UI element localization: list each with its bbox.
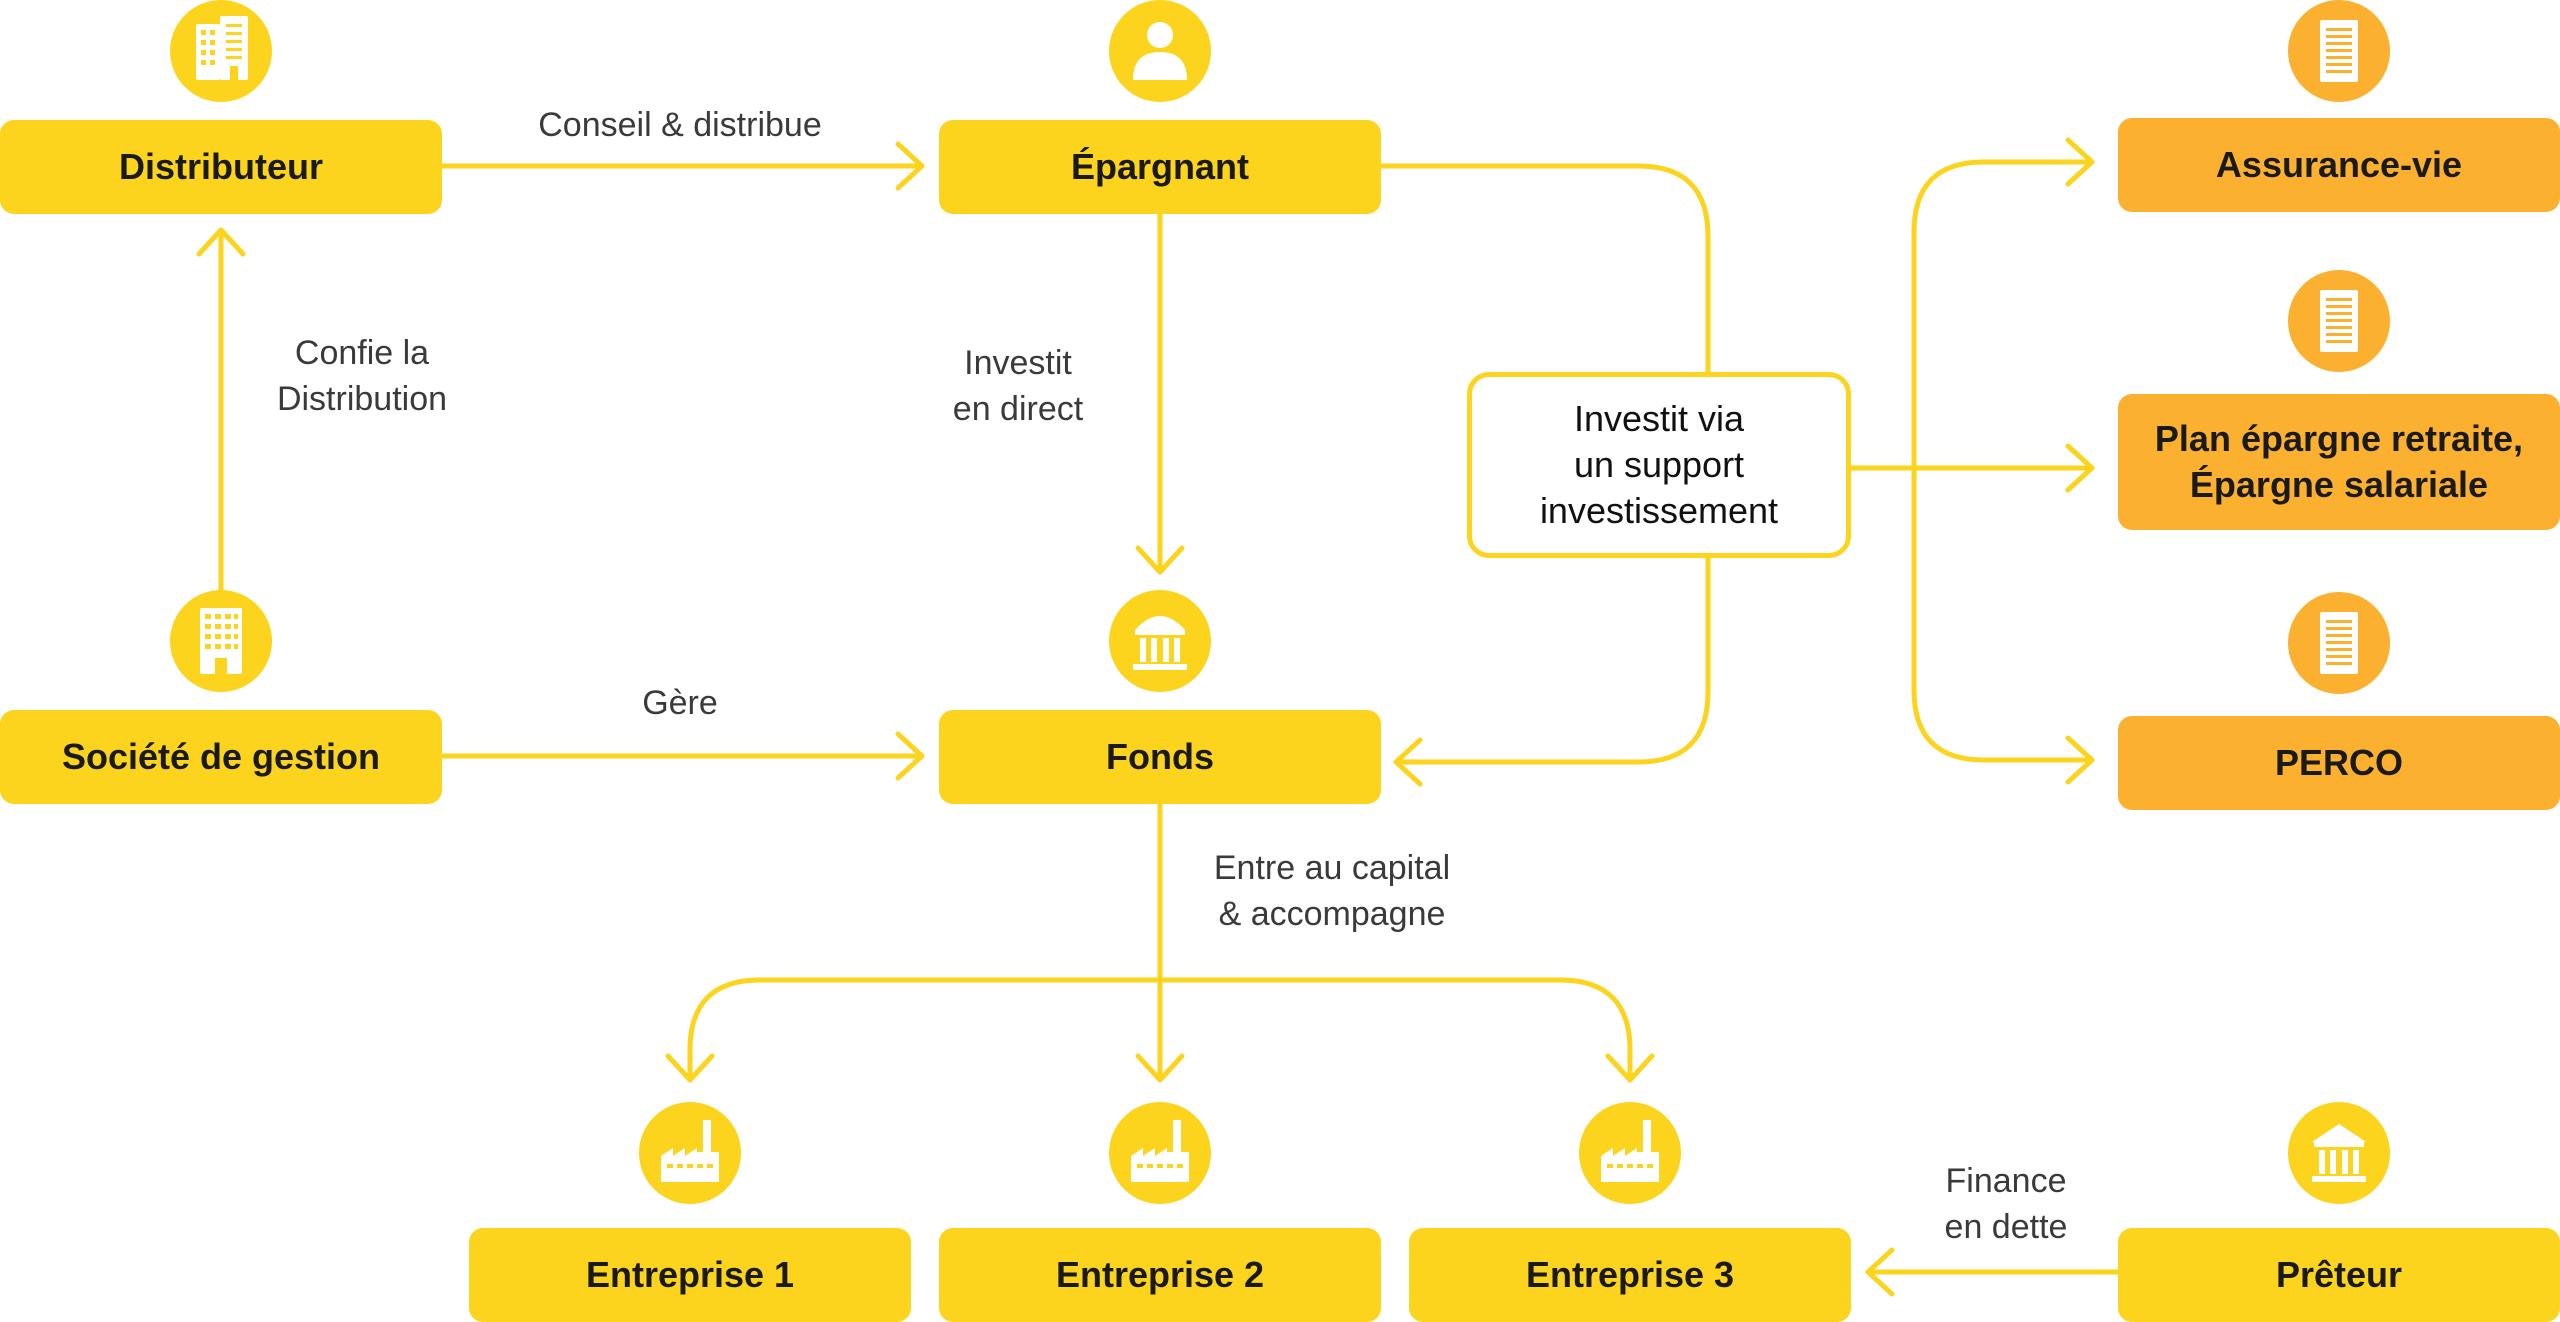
edge-label-gere-text: Gère bbox=[642, 684, 718, 722]
edge-label-entre-line1: Entre au capital bbox=[1213, 849, 1451, 887]
edge-label-conseil: Conseil & distribue bbox=[470, 102, 890, 148]
edge-label-confie: Confie la Distribution bbox=[232, 330, 492, 422]
node-fonds-label: Fonds bbox=[1106, 736, 1214, 777]
edge-label-entre-capital: Entre au capital & accompagne bbox=[1172, 845, 1492, 937]
building-icon bbox=[170, 590, 272, 692]
document-icon bbox=[2288, 270, 2390, 372]
edge-label-gere: Gère bbox=[580, 680, 780, 726]
edge-label-entre-line2: & accompagne bbox=[1218, 895, 1446, 933]
line-epargnant-investit bbox=[1379, 163, 1711, 377]
node-entreprise2-label: Entreprise 2 bbox=[1055, 1254, 1265, 1295]
node-societe-de-gestion: Société de gestion bbox=[0, 710, 442, 804]
arrowhead-perco bbox=[2065, 735, 2095, 785]
arrowhead-investit-direct bbox=[1135, 545, 1185, 575]
node-preteur: Prêteur bbox=[2118, 1228, 2560, 1322]
bank-icon bbox=[2288, 1102, 2390, 1204]
factory-icon bbox=[1109, 1102, 1211, 1204]
node-entreprise-2: Entreprise 2 bbox=[939, 1228, 1381, 1322]
arrow-to-perco bbox=[1911, 465, 2093, 763]
edge-label-investit-line2: en direct bbox=[952, 390, 1084, 428]
node-epargnant-label: Épargnant bbox=[1070, 146, 1249, 187]
edge-label-finance-line2: en dette bbox=[1944, 1208, 2068, 1246]
arrowhead-confie bbox=[196, 227, 246, 257]
arrowhead-entreprise2 bbox=[1135, 1053, 1185, 1083]
document-icon bbox=[2288, 0, 2390, 102]
arrowhead-conseil bbox=[895, 141, 925, 191]
node-distributeur-label: Distributeur bbox=[118, 146, 323, 187]
document-icon bbox=[2288, 592, 2390, 694]
edge-label-confie-line2: Distribution bbox=[276, 380, 448, 418]
arrow-to-entreprise1 bbox=[687, 977, 1163, 1081]
arrowhead-investit-fonds bbox=[1393, 737, 1423, 787]
arrowhead-gere bbox=[895, 731, 925, 781]
arrow-investit-fonds bbox=[1395, 555, 1711, 765]
edge-label-investit-direct: Investit en direct bbox=[918, 340, 1118, 432]
node-assurance-label: Assurance-vie bbox=[2215, 144, 2463, 185]
factory-icon bbox=[639, 1102, 741, 1204]
node-assurance-vie: Assurance-vie bbox=[2118, 118, 2560, 212]
investit-via-line2: un support bbox=[1573, 444, 1745, 485]
edge-label-finance-line1: Finance bbox=[1945, 1162, 2067, 1200]
edge-label-conseil-text: Conseil & distribue bbox=[538, 106, 822, 144]
node-entreprise-1: Entreprise 1 bbox=[469, 1228, 911, 1322]
edge-label-investit-line1: Investit bbox=[964, 344, 1072, 382]
node-preteur-label: Prêteur bbox=[2275, 1254, 2403, 1295]
person-icon bbox=[1109, 0, 1211, 102]
node-distributeur: Distributeur bbox=[0, 120, 442, 214]
investit-via-line3: investissement bbox=[1539, 490, 1779, 531]
node-perco-label: PERCO bbox=[2274, 742, 2404, 783]
arrowhead-entreprise1 bbox=[665, 1053, 715, 1083]
node-perco: PERCO bbox=[2118, 716, 2560, 810]
office-building-icon bbox=[170, 0, 272, 102]
node-entreprise3-label: Entreprise 3 bbox=[1525, 1254, 1735, 1295]
edge-label-finance: Finance en dette bbox=[1906, 1158, 2106, 1250]
investit-via-line1: Investit via bbox=[1573, 398, 1745, 439]
node-societe-label: Société de gestion bbox=[61, 736, 381, 777]
node-fonds: Fonds bbox=[939, 710, 1381, 804]
node-epargnant: Épargnant bbox=[939, 120, 1381, 214]
node-plan-line2: Épargne salariale bbox=[2189, 464, 2489, 505]
arrowhead-assurance bbox=[2065, 137, 2095, 187]
bank-icon bbox=[1109, 590, 1211, 692]
edge-label-confie-line1: Confie la bbox=[294, 334, 430, 372]
node-entreprise1-label: Entreprise 1 bbox=[585, 1254, 795, 1295]
arrow-to-entreprise3 bbox=[1157, 977, 1633, 1081]
node-plan-epargne: Plan épargne retraite, Épargne salariale bbox=[2118, 394, 2560, 530]
node-plan-line1: Plan épargne retraite, bbox=[2154, 418, 2524, 459]
arrow-to-assurance bbox=[1911, 159, 2093, 471]
node-entreprise-3: Entreprise 3 bbox=[1409, 1228, 1851, 1322]
arrowhead-plan bbox=[2065, 443, 2095, 493]
factory-icon bbox=[1579, 1102, 1681, 1204]
node-investit-via: Investit via un support investissement bbox=[1467, 372, 1851, 558]
arrowhead-finance bbox=[1865, 1247, 1895, 1297]
arrowhead-entreprise3 bbox=[1605, 1053, 1655, 1083]
